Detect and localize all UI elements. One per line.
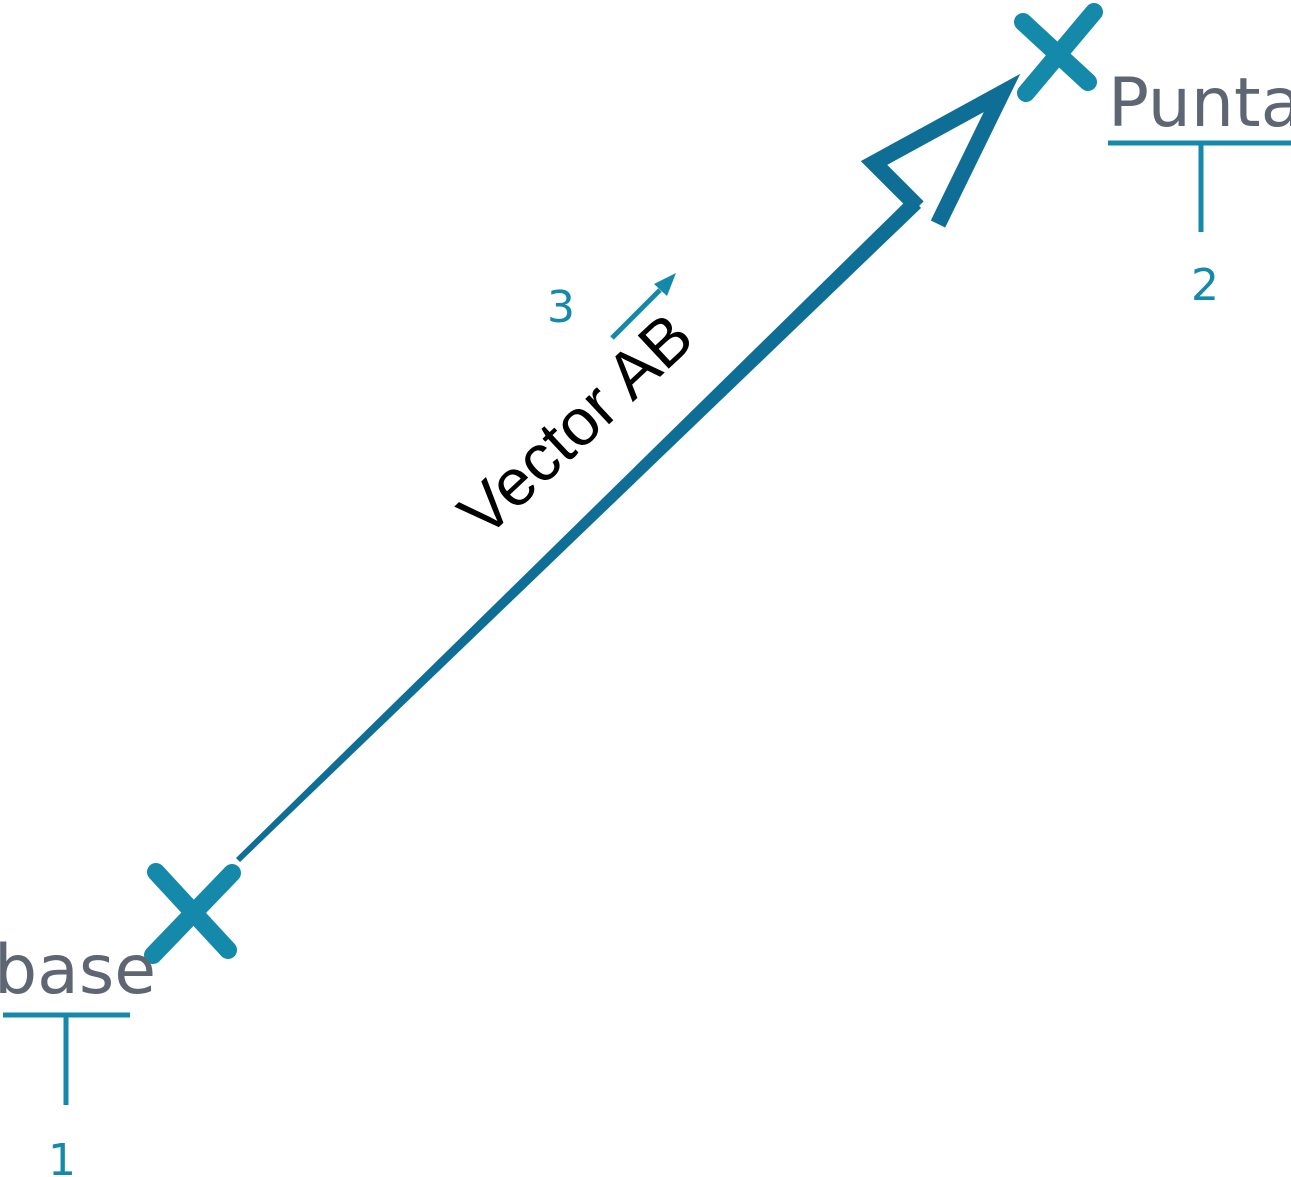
tip-label: Punta <box>1108 64 1291 143</box>
base-callout-number: 1 <box>48 1135 76 1177</box>
vector-label: Vector AB <box>444 298 706 550</box>
vector-callout-arrow-icon <box>610 273 676 340</box>
base-callout-line <box>3 1012 130 1105</box>
vector-callout-number: 3 <box>547 282 575 333</box>
vector-shaft <box>236 196 921 862</box>
base-cross-marker <box>144 863 241 964</box>
tip-callout-number: 2 <box>1191 260 1219 311</box>
base-label: base <box>0 931 156 1010</box>
tip-callout-line <box>1108 140 1291 232</box>
tip-cross-marker <box>1014 3 1103 102</box>
vector-arrowhead <box>860 73 1021 228</box>
